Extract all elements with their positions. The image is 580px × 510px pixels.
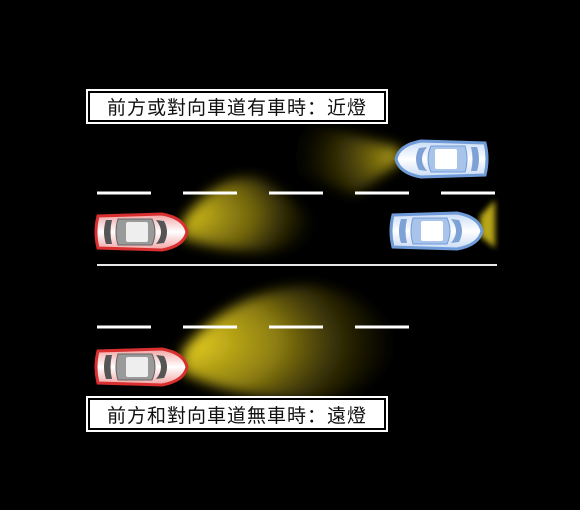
own-low-beam	[182, 176, 315, 252]
oncoming-car	[394, 139, 489, 179]
car-ahead	[389, 211, 484, 251]
high-beam-label-text: 前方和對向車道無車時：遠燈	[88, 398, 386, 430]
low-beam-scene	[94, 120, 497, 266]
low-beam-label-text: 前方或對向車道有車時：近燈	[88, 91, 386, 122]
low-beam-label: 前方或對向車道有車時：近燈	[86, 89, 388, 124]
car-ahead-beam	[480, 200, 495, 248]
own-car-top	[94, 212, 189, 252]
high-beam-label: 前方和對向車道無車時：遠燈	[86, 396, 388, 432]
high-beam-scene	[94, 285, 409, 400]
own-high-beam	[182, 285, 395, 400]
own-car-bottom	[94, 347, 189, 387]
oncoming-beam	[292, 120, 400, 195]
